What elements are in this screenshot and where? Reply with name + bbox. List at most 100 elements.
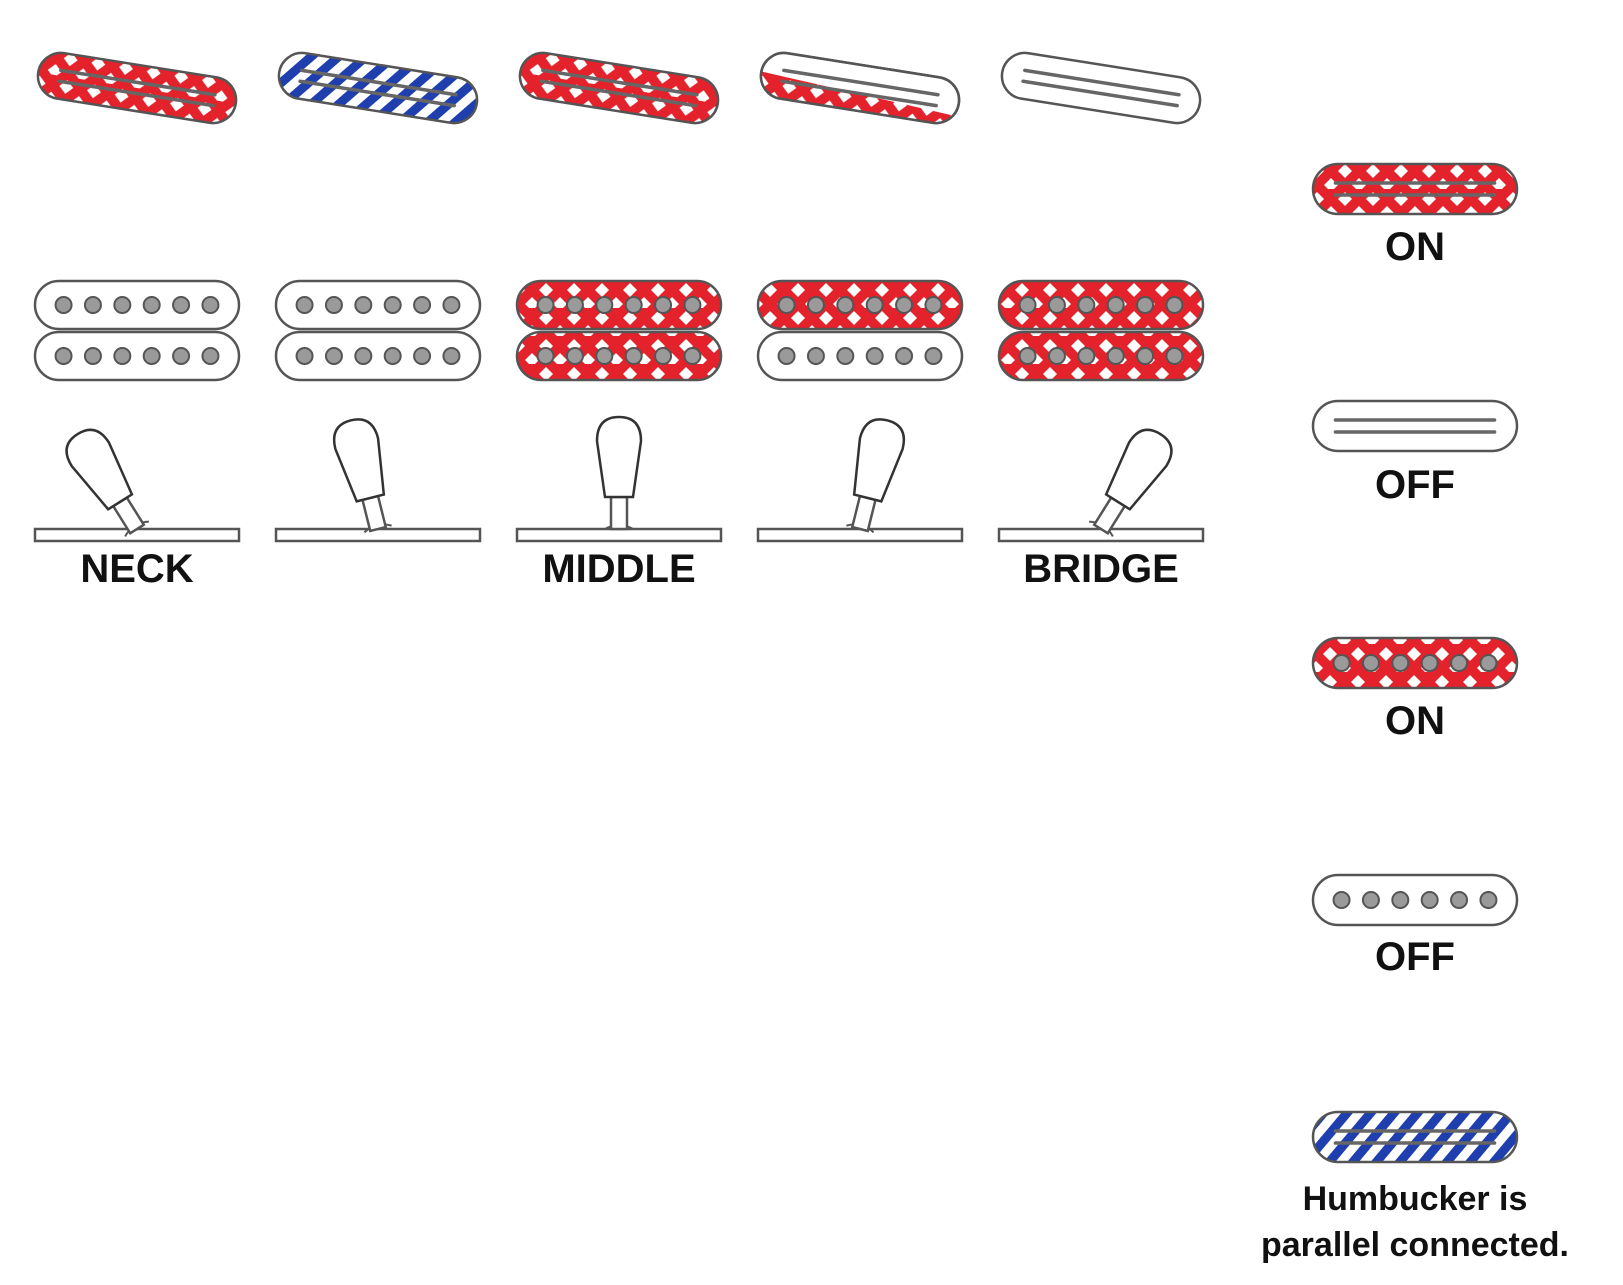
pole-piece [1332,654,1351,672]
position-label-middle: MIDDLE [542,547,695,591]
pole-piece [83,296,102,314]
humbucker-bottom-coil-pos2 [274,330,482,382]
humbucker-top-coil-pos3 [515,279,723,331]
rail-off-icon [1311,399,1519,453]
pole-piece [654,296,673,314]
pole-piece [806,296,825,314]
pole-piece [836,296,855,314]
humbucker-bottom-coil-pos4 [756,330,964,382]
legend-rail-on-label: ON [1385,225,1445,269]
selector-switch-row [33,415,1205,543]
pole-piece [83,347,102,365]
pole-piece [1047,347,1066,365]
pole-piece [413,296,432,314]
humbucker-top-coil-pos2 [274,279,482,331]
pole-piece [836,347,855,365]
pole-piece [113,347,132,365]
legend-parallel-line1: Humbucker is [1303,1180,1528,1218]
parallel-icon [1311,1110,1519,1164]
pole-piece [865,296,884,314]
legend-pole-off-label: OFF [1375,935,1455,979]
pole-piece [113,296,132,314]
pole-piece [1391,654,1410,672]
pole-piece [54,347,73,365]
pole-piece [1420,891,1439,909]
pole-piece [777,347,796,365]
humbucker-top-coil-pos1 [33,279,241,331]
pole-piece [895,347,914,365]
pole-piece [565,347,584,365]
pole-piece [624,296,643,314]
pole-piece [1361,654,1380,672]
switch-tip [595,415,643,499]
pole-piece [895,296,914,314]
pole-piece [1077,347,1096,365]
pole-piece [683,296,702,314]
selector-switch-pos2 [274,418,482,543]
single-coil-pos1 [36,51,238,125]
humbucker-row [33,279,1205,382]
humbucker-top-coil-pos5 [997,279,1205,331]
pole-piece [142,347,161,365]
single-coil-pos5 [1000,51,1202,125]
pole-piece [1391,891,1410,909]
pole-piece [383,347,402,365]
legend-rail-off-icon [1311,399,1519,453]
pole-piece [142,296,161,314]
pole-piece [324,296,343,314]
legend-parallel-icon [1311,1110,1519,1164]
pole-piece [1136,347,1155,365]
selector-switch-pos3 [515,415,723,543]
pole-piece [1420,654,1439,672]
legend-rail-on-icon [1311,162,1519,216]
pole-piece [924,347,943,365]
pole-piece [565,296,584,314]
position-label-bridge: BRIDGE [1023,547,1179,591]
pole-piece [1018,347,1037,365]
humbucker-bottom-coil-pos3 [515,330,723,382]
single-coil-pos2 [277,51,479,125]
pole-piece [924,296,943,314]
switch-plate [756,527,964,543]
legend-parallel-line2: parallel connected. [1261,1226,1569,1264]
single-coil-pos3 [518,51,720,125]
selector-switch-pos5 [997,428,1205,543]
switch-tip [332,418,386,503]
legend: ON OFF ON OFF Humbucker is parallel conn… [1261,162,1569,1264]
pole-piece [654,347,673,365]
switch-tip [65,428,134,511]
pole-piece [1361,891,1380,909]
pole-piece [1047,296,1066,314]
pole-piece [442,296,461,314]
pole-on-icon [1311,636,1519,690]
pole-piece [383,296,402,314]
pole-piece [1479,654,1498,672]
pole-off-icon [1311,873,1519,927]
pole-piece [683,347,702,365]
pole-piece [1332,891,1351,909]
pole-piece [536,296,555,314]
selector-switch-pos1 [33,428,241,543]
pole-piece [413,347,432,365]
pole-piece [1106,296,1125,314]
pole-piece [1450,891,1469,909]
pole-piece [777,296,796,314]
single-coil-pos4 [757,51,961,127]
legend-pole-off-icon [1311,873,1519,927]
rail-on-icon [1311,162,1519,216]
legend-rail-off-label: OFF [1375,463,1455,507]
legend-pole-on-icon [1311,636,1519,690]
pole-piece [442,347,461,365]
switch-plate [274,527,482,543]
pole-piece [1450,654,1469,672]
pole-piece [624,347,643,365]
pole-piece [1479,891,1498,909]
pole-piece [865,347,884,365]
position-label-neck: NECK [80,547,193,591]
pole-piece [172,347,191,365]
switch-plate [997,527,1205,543]
pole-piece [324,347,343,365]
humbucker-top-coil-pos4 [756,279,964,331]
pole-piece [54,296,73,314]
